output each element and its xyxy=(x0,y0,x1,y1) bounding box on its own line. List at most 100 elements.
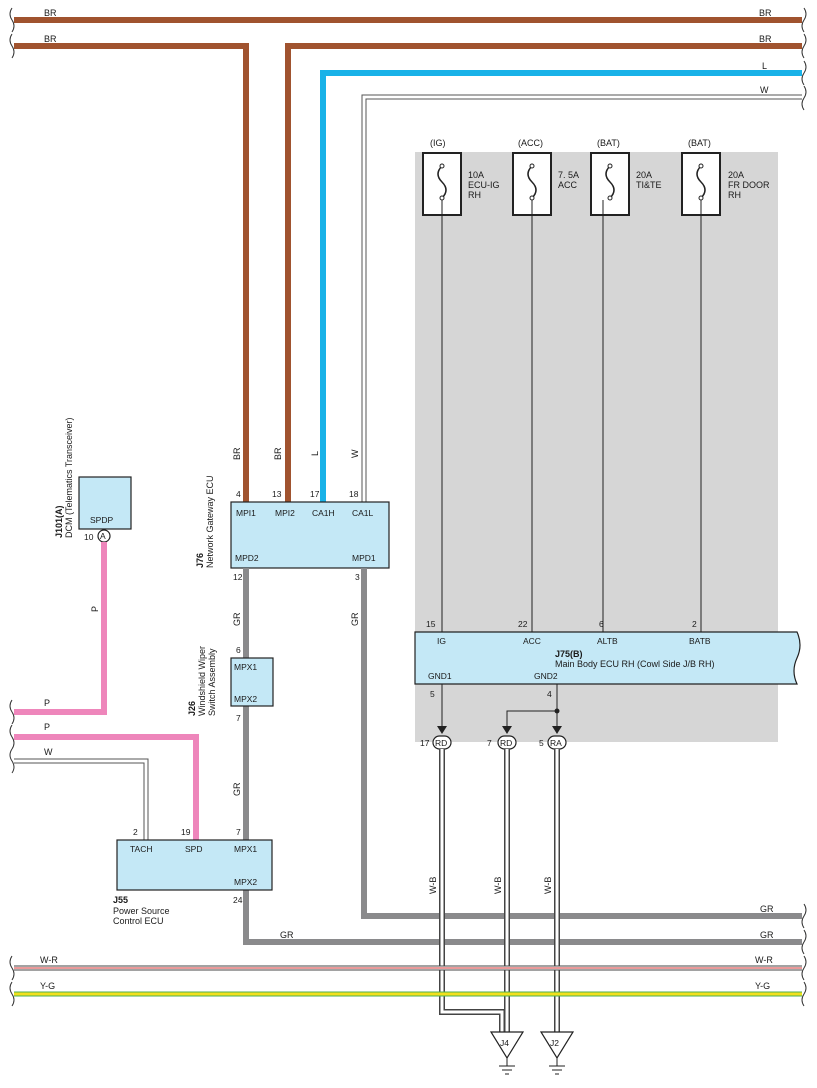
connector-code: RD xyxy=(435,738,447,748)
j76-pin-num: 3 xyxy=(355,572,360,582)
wire-label-w-left: W xyxy=(44,747,53,757)
fuse-source: (BAT) xyxy=(597,138,620,148)
ground-j2: J2 xyxy=(539,1031,575,1075)
j76-pin-name: MPI2 xyxy=(275,508,295,518)
break-marks-left-mid xyxy=(9,699,15,774)
j76-pin-name: MPI1 xyxy=(236,508,256,518)
left-mid-wires: P W xyxy=(9,699,199,840)
wire-label-ca1l: W xyxy=(350,449,360,458)
wire-label-gr-4: GR xyxy=(280,930,294,940)
j55-power-source-control-ecu: 2 19 7 TACH SPD MPX1 MPX2 24 J55 Power S… xyxy=(113,827,273,926)
j101-dcm: SPDP 10 A J101(A) DCM (Telematics Transc… xyxy=(14,417,132,715)
fuse-source: (IG) xyxy=(430,138,446,148)
wire-label-br-1-left: BR xyxy=(44,8,57,18)
j75-pin-num: 5 xyxy=(430,689,435,699)
j101-name: DCM (Telematics Transceiver) xyxy=(64,417,74,538)
wire-label-mpi2: BR xyxy=(273,447,283,460)
j76-network-gateway-ecu: 4 13 17 18 MPI1 MPI2 CA1H CA1L MPD2 MPD1… xyxy=(195,475,390,582)
wire-label-gr-2: GR xyxy=(350,612,360,626)
j55-pin-name: MPX1 xyxy=(234,844,257,854)
j26-pin-num: 7 xyxy=(236,713,241,723)
wire-label-w-b-3: W-B xyxy=(543,877,553,894)
wire-label-p-1: P xyxy=(44,698,50,708)
j55-pin-num: 19 xyxy=(181,827,191,837)
fuse-name: ECU-IG xyxy=(468,180,500,190)
wire-label-y-g-right: Y-G xyxy=(755,981,770,991)
j75-name: Main Body ECU RH (Cowl Side J/B RH) xyxy=(555,659,715,669)
j101-id: J101(A) xyxy=(54,505,64,538)
break-marks-right xyxy=(801,7,807,111)
fuse-ecu-ig-rh: (IG) 10A ECU-IG RH xyxy=(422,138,500,632)
j55-pin-name: SPD xyxy=(185,844,202,854)
wire-label-gr-3: GR xyxy=(232,782,242,796)
j75-pin-name: BATB xyxy=(689,636,711,646)
j76-pin-num: 17 xyxy=(310,489,320,499)
j75-pin-name: ACC xyxy=(523,636,541,646)
fuse-name-suffix: RH xyxy=(468,190,481,200)
j55-name-2: Control ECU xyxy=(113,916,164,926)
j55-id: J55 xyxy=(113,895,128,905)
j75-pin-name: GND1 xyxy=(428,671,452,681)
connector-pin: 7 xyxy=(487,738,492,748)
j75-id: J75(B) xyxy=(555,649,583,659)
ground-connectors: 17 RD 7 RD 5 RA xyxy=(420,735,567,750)
j26-id: J26 xyxy=(187,701,197,716)
break-marks-left xyxy=(9,7,15,59)
j26-pin-name: MPX1 xyxy=(234,662,257,672)
fuse-name: FR DOOR xyxy=(728,180,770,190)
wire-label-mpi1: BR xyxy=(232,447,242,460)
wire-label-w-r-left: W-R xyxy=(40,955,58,965)
fuse-fr-door-rh: (BAT) 20A FR DOOR RH xyxy=(681,138,770,632)
j75-pin-name: GND2 xyxy=(534,671,558,681)
j76-pin-num: 13 xyxy=(272,489,282,499)
j26-pin-num: 6 xyxy=(236,645,241,655)
ground-label: J2 xyxy=(550,1038,559,1048)
j55-pin-name: MPX2 xyxy=(234,877,257,887)
j76-pin-num: 18 xyxy=(349,489,359,499)
j26-windshield-wiper-switch: 6 MPX1 MPX2 7 J26 Windshield Wiper Switc… xyxy=(187,645,274,723)
fuse-name-suffix: RH xyxy=(728,190,741,200)
connector-pin: 17 xyxy=(420,738,430,748)
fuse-name: ACC xyxy=(558,180,578,190)
ground-leads xyxy=(437,684,562,734)
j55-pin-num: 24 xyxy=(233,895,243,905)
j55-pin-num: 2 xyxy=(133,827,138,837)
wire-label-p-vertical: P xyxy=(90,606,100,612)
fuse-acc: (ACC) 7. 5A ACC xyxy=(512,138,579,632)
j101-connector: A xyxy=(100,531,106,541)
w-b-wires: W-B W-B W-B xyxy=(428,749,560,1032)
wire-label-gr-5: GR xyxy=(760,904,774,914)
j75-pin-num: 22 xyxy=(518,619,528,629)
fuse-rating: 20A xyxy=(636,170,652,180)
wire-label-w-b-2: W-B xyxy=(493,877,503,894)
j75-pin-num: 15 xyxy=(426,619,436,629)
j76-pin-num: 12 xyxy=(233,572,243,582)
j55-pin-name: TACH xyxy=(130,844,153,854)
j76-pin-name: CA1H xyxy=(312,508,335,518)
ground-label: J4 xyxy=(500,1038,509,1048)
fuse-rating: 20A xyxy=(728,170,744,180)
wire-label-p-2: P xyxy=(44,722,50,732)
wire-label-ca1h: L xyxy=(310,451,320,456)
wire-label-br-2-right: BR xyxy=(759,34,772,44)
connector-code: RD xyxy=(500,738,512,748)
j101-terminal: SPDP xyxy=(90,515,113,525)
j76-id: J76 xyxy=(195,553,205,568)
gr-wires: GR GR GR GR GR GR xyxy=(232,568,802,945)
j26-name-1: Windshield Wiper xyxy=(197,646,207,716)
wire-label-w-b-1: W-B xyxy=(428,877,438,894)
j76-name: Network Gateway ECU xyxy=(205,475,215,568)
fuses: (IG) 10A ECU-IG RH (ACC) 7. 5A ACC (BAT) xyxy=(422,138,770,632)
j75-main-body-ecu: 15 22 6 2 IG ACC ALTB BATB J75(B) Main B… xyxy=(414,619,801,699)
wire-label-w: W xyxy=(760,85,769,95)
wire-label-gr-6: GR xyxy=(760,930,774,940)
j75-pin-num: 6 xyxy=(599,619,604,629)
fuse-rating: 7. 5A xyxy=(558,170,579,180)
top-harness: BR BR BR BR L W BR BR L W xyxy=(9,7,807,502)
connector-pin: 5 xyxy=(539,738,544,748)
j75-pin-num: 4 xyxy=(547,689,552,699)
j76-pin-name: MPD2 xyxy=(235,553,259,563)
j76-pin-num: 4 xyxy=(236,489,241,499)
ground-j4: J4 xyxy=(489,1031,525,1075)
